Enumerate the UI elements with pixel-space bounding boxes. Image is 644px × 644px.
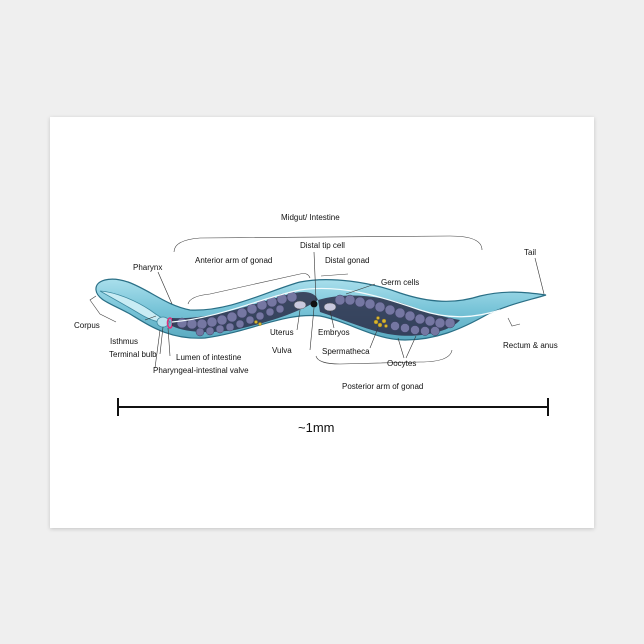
spermatheca-leader	[369, 327, 379, 349]
label-vulva: Vulva	[272, 346, 292, 355]
label-rectum: Rectum & anus	[503, 341, 558, 350]
embryos-leader	[329, 310, 335, 329]
label-pharynx: Pharynx	[133, 263, 162, 272]
valve-leader	[154, 329, 161, 369]
label-midgut: Midgut/ Intestine	[281, 213, 340, 222]
label-uterus: Uterus	[270, 328, 294, 337]
label-terminal-bulb: Terminal bulb	[109, 350, 157, 359]
postcard	[50, 117, 594, 528]
embryos	[293, 300, 337, 312]
isthmus-leader	[144, 315, 157, 321]
intestinal-lumen	[171, 287, 501, 323]
anterior-cells	[176, 291, 298, 337]
label-valve: Pharyngeal-intestinal valve	[153, 366, 249, 375]
oocytes-leader-1	[397, 337, 405, 359]
vulva-leader	[309, 307, 315, 351]
anterior-spermatheca	[254, 320, 262, 326]
vulva	[310, 300, 318, 308]
label-germ-cells: Germ cells	[381, 278, 419, 287]
anterior-arm-bracket	[187, 273, 311, 305]
distal-tip-leader	[313, 251, 317, 301]
scale-label: ~1mm	[298, 420, 334, 435]
uterus-leader	[296, 309, 301, 331]
label-tail: Tail	[524, 248, 536, 257]
posterior-gonad-region	[318, 295, 460, 336]
label-corpus: Corpus	[74, 321, 100, 330]
tail-leader	[534, 257, 545, 295]
rectum-bracket	[507, 317, 521, 327]
pharynx	[99, 290, 172, 323]
label-anterior-arm: Anterior arm of gonad	[195, 256, 272, 265]
midgut-bracket	[173, 235, 483, 253]
posterior-cells	[334, 294, 456, 336]
germ-cells-leader	[345, 283, 376, 295]
label-posterior-arm: Posterior arm of gonad	[342, 382, 423, 391]
oocytes-leader-2	[405, 335, 417, 359]
lumen-leader	[167, 327, 171, 357]
scale-bar	[117, 398, 549, 416]
label-spermatheca: Spermatheca	[322, 347, 370, 356]
label-distal-gonad: Distal gonad	[325, 256, 369, 265]
label-distal-tip-cell: Distal tip cell	[300, 241, 345, 250]
posterior-arm-bracket	[315, 349, 453, 365]
label-embryos: Embryos	[318, 328, 350, 337]
terminal-bulb-leader	[159, 326, 164, 355]
corpus-bracket	[89, 295, 117, 323]
distal-gonad-bracket	[320, 273, 349, 277]
spermatheca	[373, 316, 388, 328]
label-oocytes: Oocytes	[387, 359, 416, 368]
label-isthmus: Isthmus	[110, 337, 138, 346]
pharynx-leader	[157, 271, 173, 305]
label-lumen: Lumen of intestine	[176, 353, 242, 362]
